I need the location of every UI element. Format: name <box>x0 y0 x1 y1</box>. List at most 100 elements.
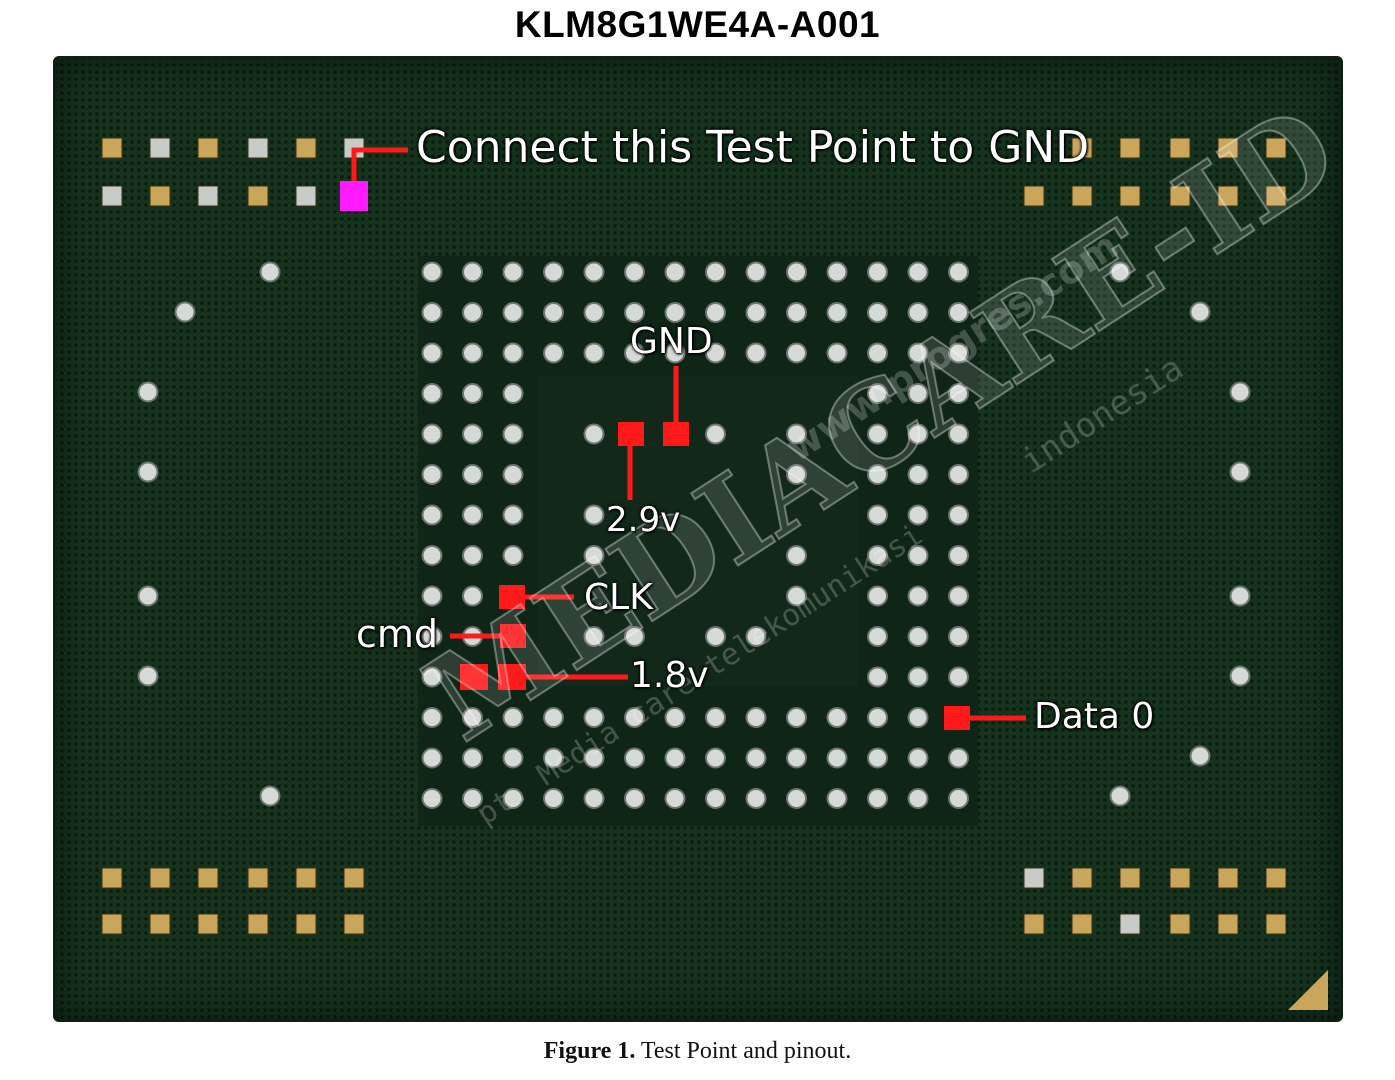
bga-ball <box>1109 785 1131 807</box>
label-1-8v: 1.8v <box>630 655 709 696</box>
edge-pad <box>101 137 123 159</box>
bga-ball <box>907 261 929 283</box>
bga-ball <box>462 788 483 809</box>
bga-ball <box>867 585 888 607</box>
bga-ball <box>502 383 524 404</box>
bga-ball <box>907 423 929 445</box>
bga-ball <box>502 788 524 809</box>
bga-ball <box>421 666 443 688</box>
edge-pad <box>1217 913 1239 935</box>
edge-pad <box>1071 867 1093 889</box>
bga-ball <box>421 302 443 323</box>
bga-ball <box>502 302 524 323</box>
bga-ball <box>867 788 888 809</box>
edge-pad <box>149 137 171 159</box>
bga-ball <box>583 788 605 809</box>
bga-ball <box>745 626 767 647</box>
bga-ball <box>705 302 726 323</box>
bga-ball <box>745 302 767 323</box>
bga-ball <box>1229 461 1251 483</box>
caption-text: Test Point and pinout. <box>640 1038 852 1064</box>
bga-ball <box>948 464 969 485</box>
bga-ball <box>907 302 929 323</box>
bga-ball <box>624 302 645 323</box>
edge-pad <box>247 185 269 207</box>
bga-ball <box>907 383 929 404</box>
edge-pad <box>295 867 317 889</box>
bga-ball <box>502 342 524 364</box>
bga-ball <box>421 788 443 809</box>
bga-ball <box>462 464 483 485</box>
pin-markers <box>340 147 1328 1010</box>
bga-ball <box>137 381 159 403</box>
bga-ball <box>948 423 969 445</box>
edge-pad <box>1217 867 1239 889</box>
bga-ball <box>867 626 888 647</box>
bga-ball <box>502 504 524 526</box>
bga-ball <box>705 788 726 809</box>
edge-pad <box>149 913 171 935</box>
bga-ball <box>948 302 969 323</box>
bga-ball <box>907 747 929 769</box>
bga-ball <box>705 747 726 769</box>
bga-ball <box>948 626 969 647</box>
edge-pad <box>101 867 123 889</box>
bga-ball <box>543 788 564 809</box>
bga-ball <box>1109 261 1131 283</box>
figure-caption: Figure 1. Test Point and pinout. <box>0 1038 1395 1065</box>
edge-pad <box>247 913 269 935</box>
bga-ball <box>664 747 686 769</box>
bga-ball <box>462 585 483 607</box>
bga-ball <box>907 788 929 809</box>
edge-pad <box>1119 137 1141 159</box>
edge-pad <box>1119 913 1141 935</box>
bga-ball <box>786 342 807 364</box>
bga-ball <box>583 423 605 445</box>
bga-ball <box>664 707 686 728</box>
edge-pad <box>295 913 317 935</box>
bga-ball <box>462 302 483 323</box>
bga-ball <box>583 504 605 526</box>
edge-pad <box>1023 913 1045 935</box>
bga-ball <box>867 261 888 283</box>
bga-ball <box>543 747 564 769</box>
label-connect-gnd: Connect this Test Point to GND <box>416 122 1090 173</box>
bga-ball <box>543 707 564 728</box>
bga-ball <box>502 545 524 566</box>
edge-pad <box>247 867 269 889</box>
bga-ball <box>826 707 848 728</box>
bga-ball <box>1229 585 1251 607</box>
edge-pad <box>1169 137 1191 159</box>
edge-pad <box>343 913 365 935</box>
bga-ball <box>421 626 443 647</box>
bga-ball <box>948 545 969 566</box>
bga-ball <box>948 747 969 769</box>
bga-ball <box>786 423 807 445</box>
bga-ball <box>867 666 888 688</box>
bga-ball <box>907 666 929 688</box>
edge-pad <box>1265 867 1287 889</box>
bga-ball <box>174 301 196 323</box>
bga-ball <box>705 423 726 445</box>
edge-pad <box>101 913 123 935</box>
bga-ball <box>502 423 524 445</box>
bga-ball <box>826 342 848 364</box>
label-2-9v: 2.9v <box>606 500 681 540</box>
bga-ball <box>137 585 159 607</box>
marker-18v-b <box>498 664 526 690</box>
marker-clk <box>499 585 525 609</box>
caption-number: Figure 1. <box>543 1038 636 1064</box>
bga-ball <box>259 261 281 283</box>
bga-ball <box>705 261 726 283</box>
bga-ball <box>867 545 888 566</box>
bga-ball <box>948 666 969 688</box>
bga-ball <box>705 342 726 364</box>
bga-ball <box>907 464 929 485</box>
bga-ball <box>1189 745 1211 767</box>
bga-ball <box>786 585 807 607</box>
bga-ball <box>137 665 159 687</box>
bga-ball <box>867 464 888 485</box>
bga-ball <box>421 545 443 566</box>
bga-ball <box>462 383 483 404</box>
